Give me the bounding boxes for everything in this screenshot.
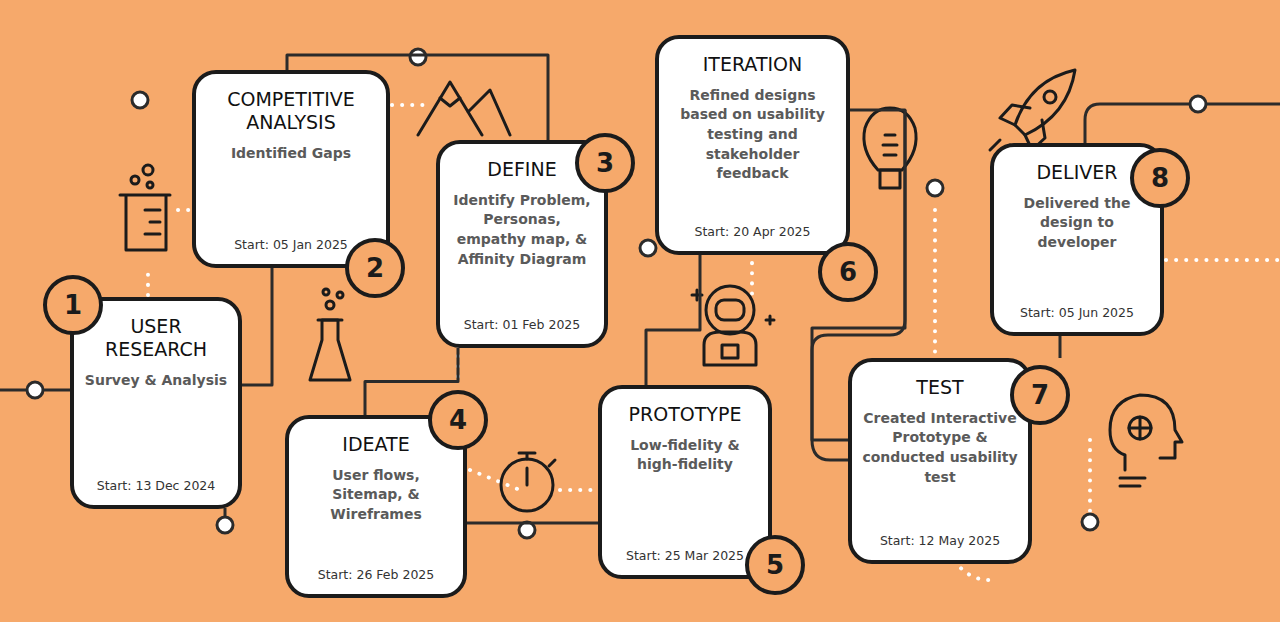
- callout-number: 3: [596, 148, 614, 178]
- step-description: Created Interactive Prototype & conducte…: [862, 409, 1018, 487]
- flask-icon: [310, 289, 350, 380]
- callout-number: 5: [766, 550, 784, 580]
- step-title: DEFINE: [487, 158, 556, 181]
- head-icon: [1110, 395, 1182, 486]
- step-number-badge: 3: [575, 133, 635, 193]
- callout-number: 7: [1031, 380, 1049, 410]
- callout-number: 2: [366, 253, 384, 283]
- step-title: DELIVER: [1036, 161, 1117, 184]
- step-date: Start: 05 Jan 2025: [234, 225, 348, 252]
- step-date: Start: 12 May 2025: [880, 521, 1000, 548]
- step-description: Low-fidelity & high-fidelity: [612, 436, 758, 475]
- step-number-badge: 7: [1010, 365, 1070, 425]
- step-number-badge: 6: [818, 242, 878, 302]
- stopwatch-icon: [501, 453, 555, 511]
- step-date: Start: 13 Dec 2024: [97, 466, 216, 493]
- step-number-badge: 4: [428, 390, 488, 450]
- step-box: USER RESEARCH Survey & AnalysisStart: 13 …: [70, 297, 242, 509]
- step-title: COMPETITIVE ANALYSIS: [206, 88, 376, 134]
- step-date: Start: 01 Feb 2025: [464, 305, 581, 332]
- step-date: Start: 05 Jun 2025: [1020, 293, 1134, 320]
- callout-number: 4: [449, 405, 467, 435]
- step-description: Identified Gaps: [231, 144, 351, 164]
- step-title: TEST: [916, 376, 963, 399]
- callout-number: 6: [839, 257, 857, 287]
- step-title: IDEATE: [342, 433, 409, 456]
- step-description: Refined designs based on usability testi…: [669, 86, 836, 184]
- step-title: USER RESEARCH: [84, 315, 228, 361]
- step-title: PROTOTYPE: [629, 403, 742, 426]
- step-title: ITERATION: [703, 53, 803, 76]
- mountain-icon: [418, 82, 510, 135]
- step-box: ITERATION Refined designs based on usabil…: [655, 35, 850, 255]
- beaker-icon: [120, 165, 170, 250]
- astronaut-icon: [692, 286, 774, 365]
- step-number-badge: 5: [745, 535, 805, 595]
- step-date: Start: 25 Mar 2025: [626, 536, 744, 563]
- step-box: TEST Created Interactive Prototype & cond…: [848, 358, 1032, 564]
- step-date: Start: 26 Feb 2025: [318, 555, 435, 582]
- connector: [1059, 336, 1062, 358]
- step-description: Delivered the design to developer: [1004, 194, 1150, 253]
- connector: [646, 255, 700, 385]
- callout-number: 1: [64, 290, 82, 320]
- step-description: Identify Problem, Personas, empathy map,…: [450, 191, 594, 269]
- step-box: PROTOTYPE Low-fidelity & high-fidelitySta…: [598, 385, 772, 579]
- step-number-badge: 2: [345, 238, 405, 298]
- connector: [467, 522, 598, 525]
- step-description: Survey & Analysis: [85, 371, 227, 391]
- callout-number: 8: [1151, 163, 1169, 193]
- lightbulb-icon: [864, 108, 916, 188]
- step-date: Start: 20 Apr 2025: [694, 212, 810, 239]
- connector: [242, 268, 272, 385]
- step-box: COMPETITIVE ANALYSIS Identified GapsStart…: [192, 70, 390, 268]
- step-description: User flows, Sitemap, & Wireframes: [299, 466, 453, 525]
- step-number-badge: 8: [1130, 148, 1190, 208]
- step-number-badge: 1: [43, 275, 103, 335]
